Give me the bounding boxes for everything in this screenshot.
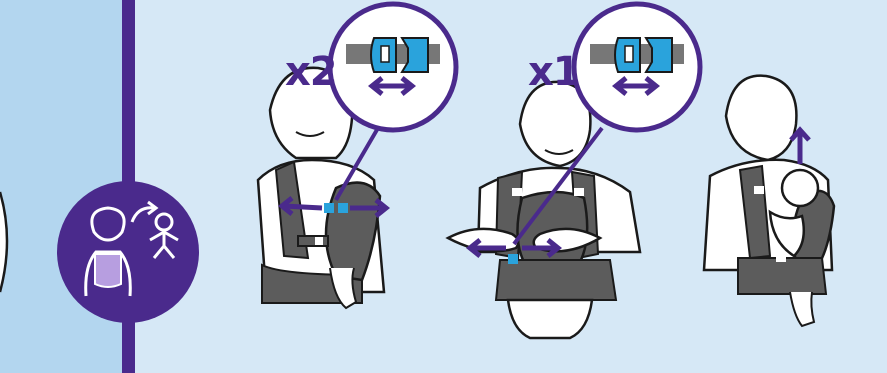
step1-zoom-circle — [330, 4, 456, 130]
arrow-up-icon — [791, 130, 809, 164]
mother-baby-transfer-icon — [57, 181, 199, 323]
step2-zoom-circle — [574, 4, 700, 130]
step3-figure — [704, 76, 834, 326]
step1-count-label: x2 — [285, 52, 337, 92]
step2-count-label: x1 — [528, 52, 580, 92]
